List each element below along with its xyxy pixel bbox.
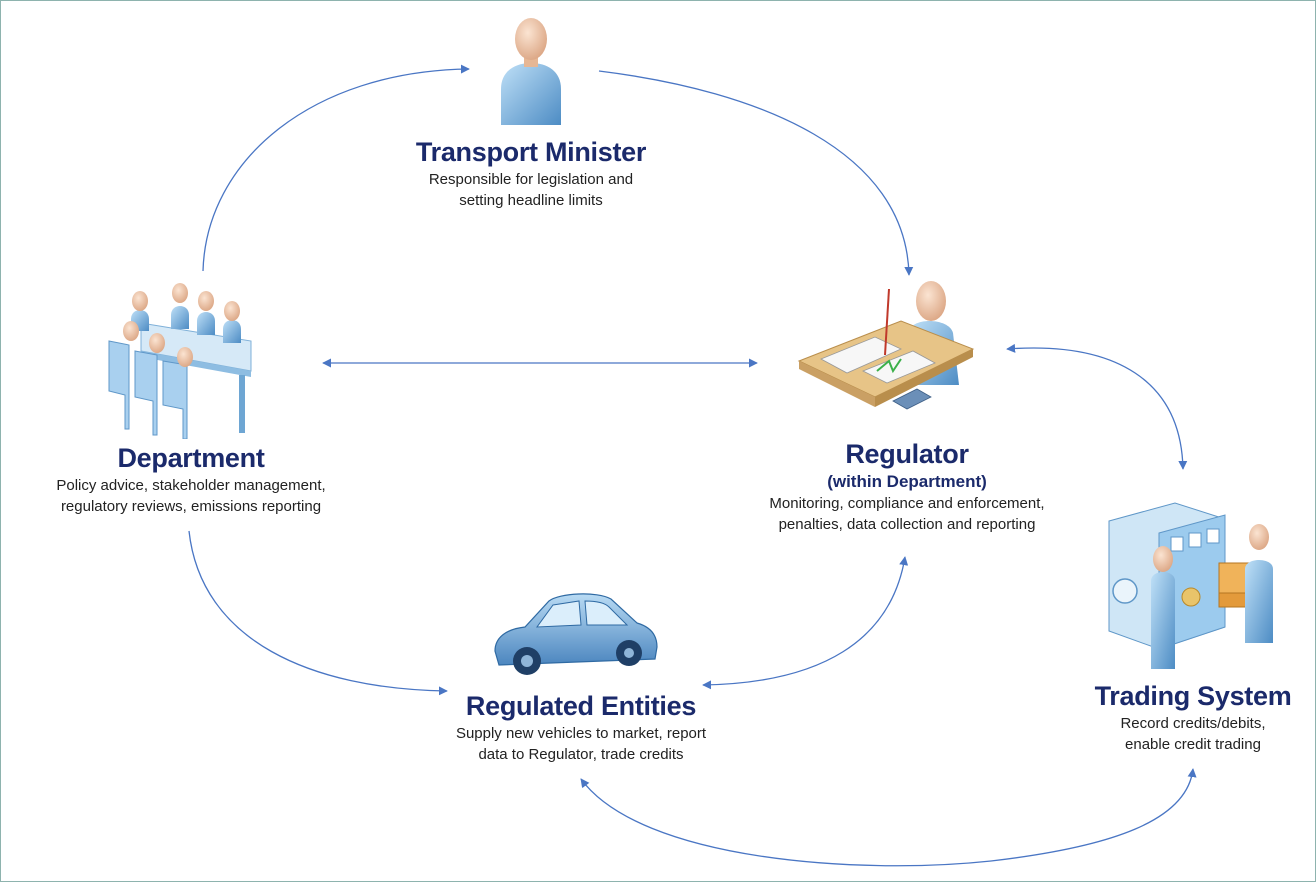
- node-title: Regulated Entities: [465, 691, 697, 721]
- car-icon: [494, 593, 658, 675]
- node-description: Policy advice, stakeholder management, r…: [56, 477, 326, 515]
- node-description: Monitoring, compliance and enforcement, …: [769, 495, 1045, 533]
- node-regulator: Regulator (within Department) Monitoring…: [717, 437, 1097, 535]
- node-description: Responsible for legislation and setting …: [428, 171, 634, 209]
- node-title: Trading System: [1094, 681, 1292, 711]
- node-transport-minister: Transport Minister Responsible for legis…: [381, 135, 681, 211]
- node-title: Department: [117, 443, 265, 473]
- node-trading-system: Trading System Record credits/debits, en…: [1075, 679, 1311, 755]
- node-regulated-entities: Regulated Entities Supply new vehicles t…: [411, 689, 751, 765]
- arrow-regulator-entities: [702, 556, 909, 690]
- node-description: Record credits/debits, enable credit tra…: [1120, 715, 1266, 753]
- vault-exchange-icon: [1108, 502, 1273, 669]
- node-description: Supply new vehicles to market, report da…: [455, 725, 707, 763]
- arrow-department-to-minister: [202, 64, 470, 272]
- node-subtitle: (within Department): [827, 472, 987, 491]
- arrow-minister-to-regulator: [598, 70, 914, 276]
- node-department: Department Policy advice, stakeholder ma…: [13, 441, 369, 517]
- person-icon: [501, 18, 561, 125]
- person-at-desk-icon: [797, 281, 975, 410]
- arrow-regulator-trading: [1006, 343, 1188, 470]
- node-title: Regulator: [845, 439, 969, 469]
- arrow-entities-trading: [580, 768, 1197, 867]
- node-title: Transport Minister: [415, 137, 647, 167]
- meeting-group-icon: [108, 283, 252, 439]
- arrow-department-to-entities: [188, 530, 448, 696]
